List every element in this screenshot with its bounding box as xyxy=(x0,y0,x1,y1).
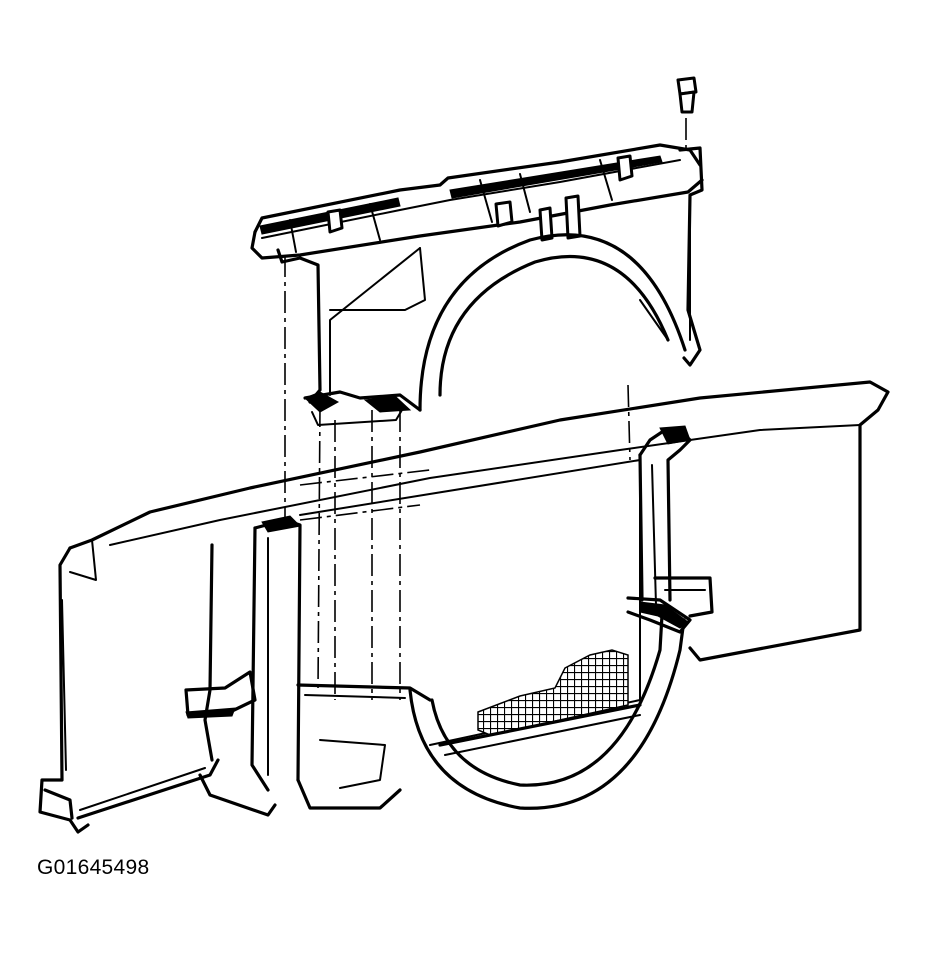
figure-id-label: G01645498 xyxy=(37,856,150,879)
bolt-icon xyxy=(676,76,698,114)
lower-fan-shroud xyxy=(184,425,692,810)
upper-fan-shroud xyxy=(250,143,704,426)
alignment-lines xyxy=(284,118,687,700)
radiator-assembly xyxy=(38,380,890,834)
